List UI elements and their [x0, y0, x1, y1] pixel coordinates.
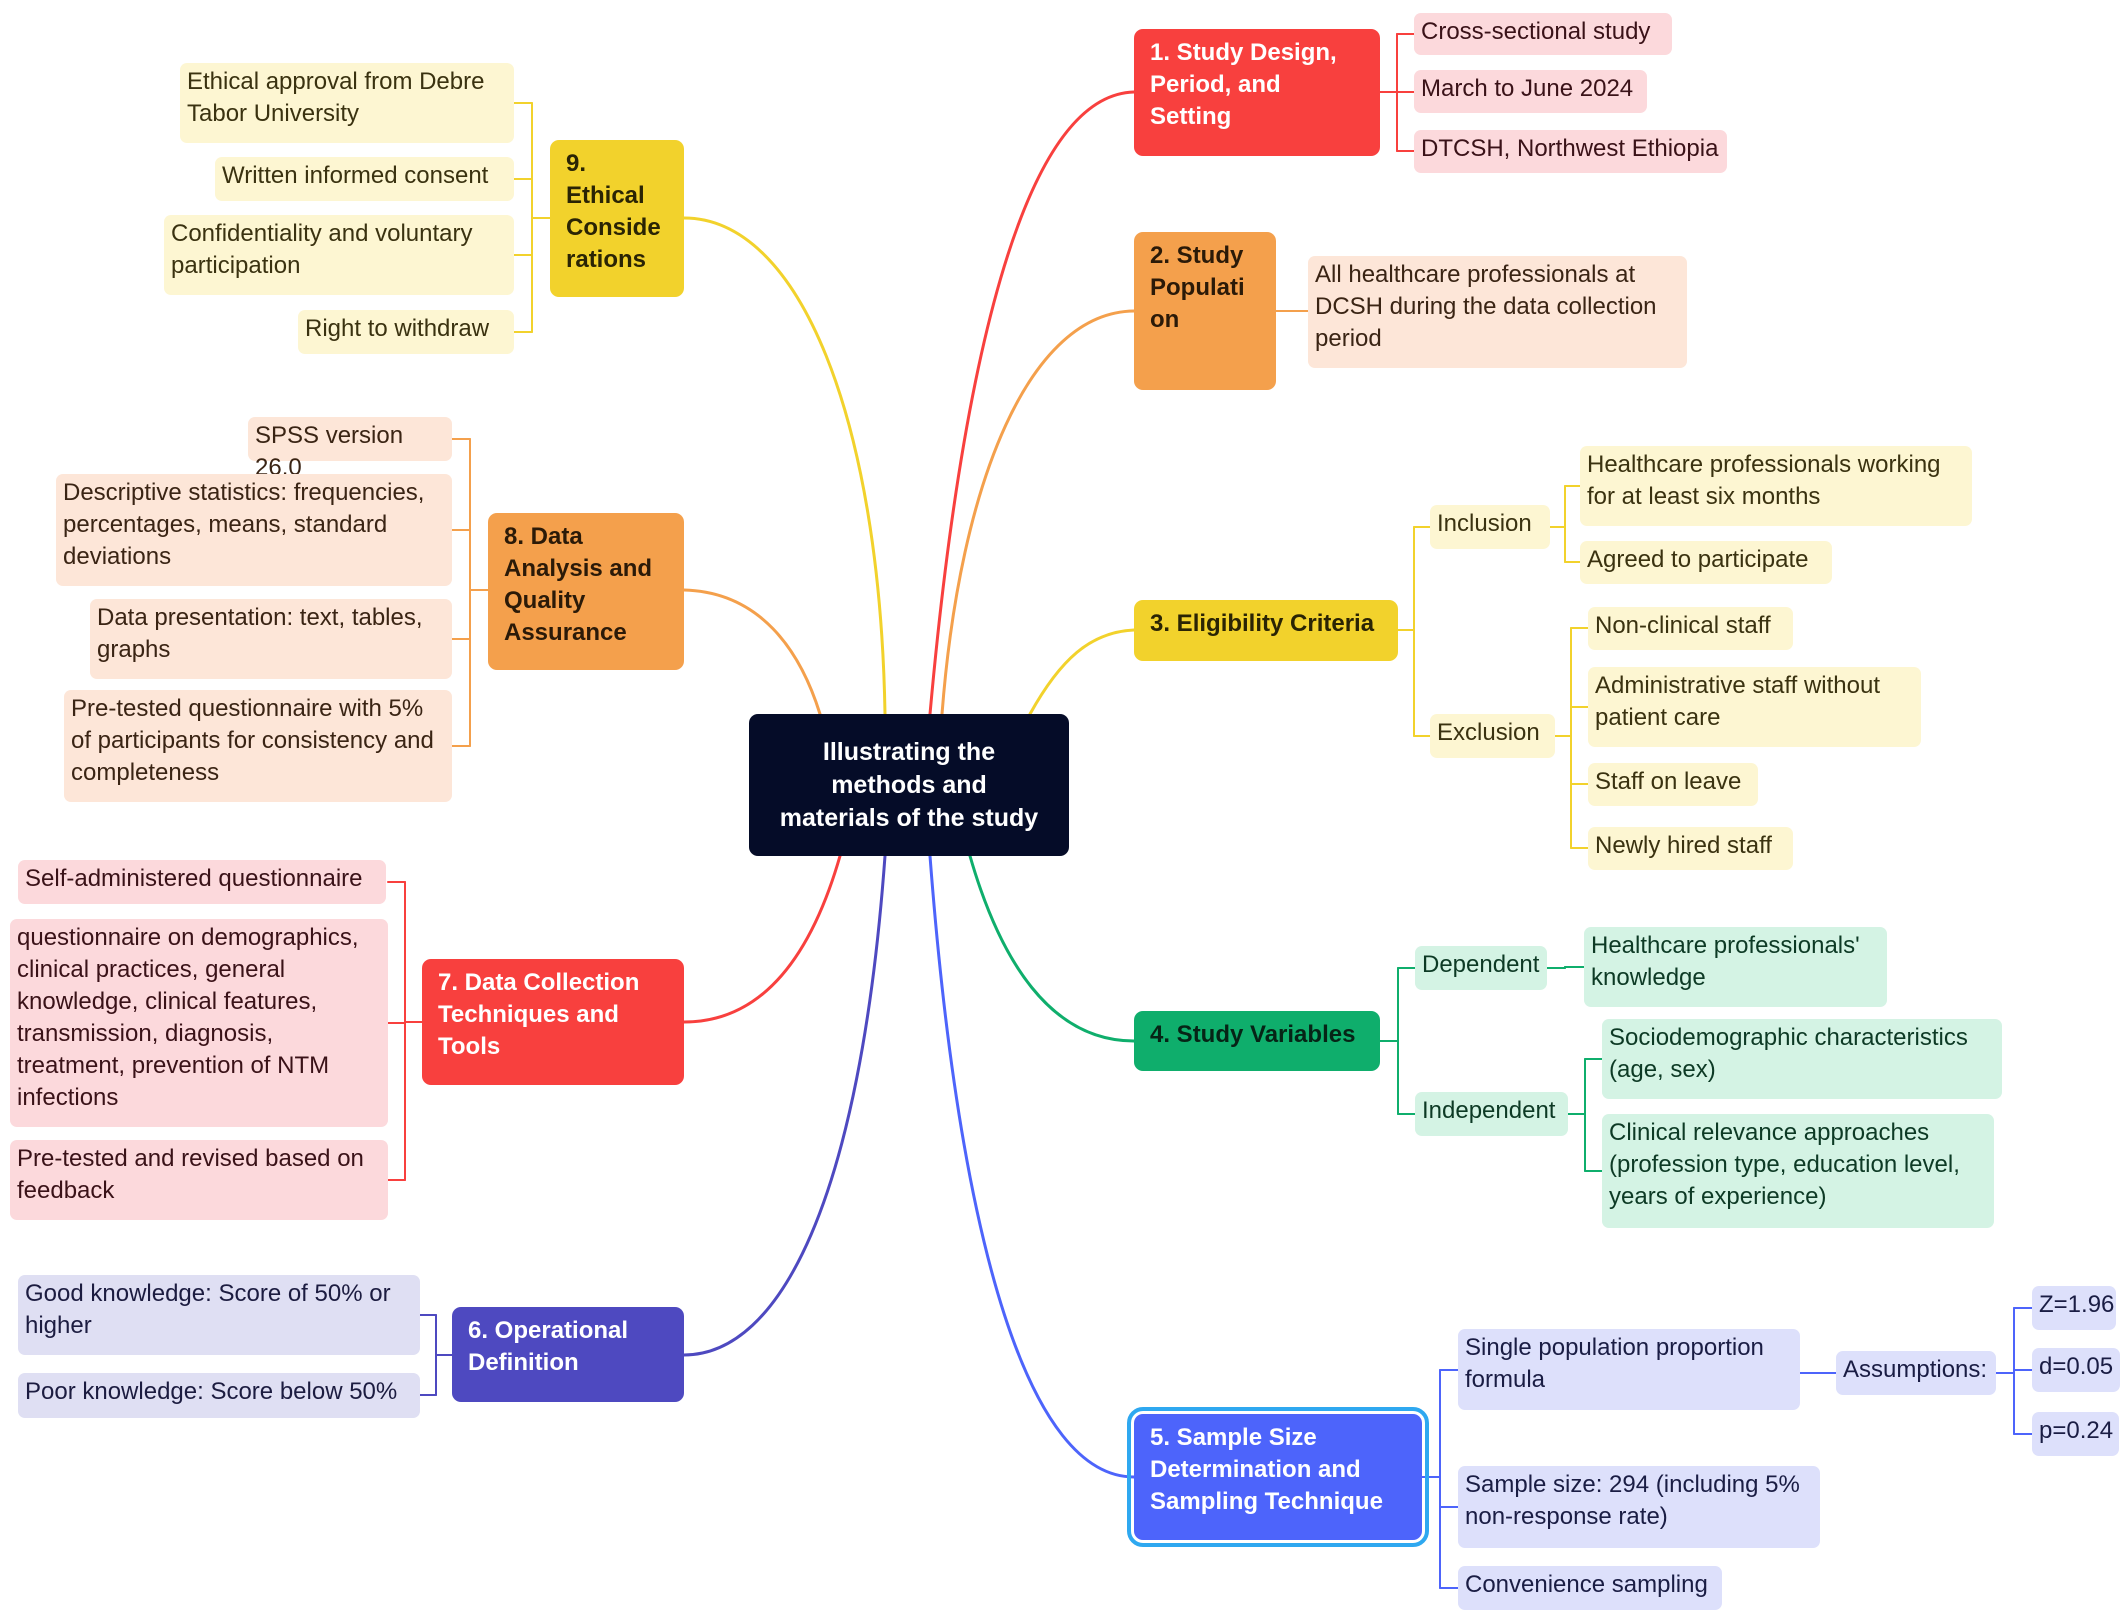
leaf-sociodemographic[interactable]: Sociodemographic characteristics (age, s… [1602, 1019, 2002, 1099]
leaf-working-six-months[interactable]: Healthcare professionals working for at … [1580, 446, 1972, 526]
leaf-descriptive-statistics[interactable]: Descriptive statistics: frequencies, per… [56, 474, 452, 586]
leaf-ethical-approval[interactable]: Ethical approval from Debre Tabor Univer… [180, 63, 514, 143]
topic-data-collection[interactable]: 7. Data Collection Techniques and Tools [422, 959, 684, 1085]
subtopic-dependent[interactable]: Dependent [1415, 946, 1547, 990]
subtopic-population-proportion-formula[interactable]: Single population proportion formula [1458, 1329, 1800, 1410]
topic-operational-definition[interactable]: 6. Operational Definition [452, 1307, 684, 1402]
subtopic-study-setting[interactable]: DTCSH, Northwest Ethiopia [1414, 130, 1727, 173]
topic-ethical-considerations[interactable]: 9. Ethical Conside rations [550, 140, 684, 297]
subtopic-study-period[interactable]: March to June 2024 [1414, 70, 1647, 113]
leaf-clinical-relevance[interactable]: Clinical relevance approaches (professio… [1602, 1114, 1994, 1228]
leaf-written-consent[interactable]: Written informed consent [215, 157, 514, 201]
leaf-newly-hired-staff[interactable]: Newly hired staff [1588, 827, 1793, 870]
topic-data-analysis[interactable]: 8. Data Analysis and Quality Assurance [488, 513, 684, 670]
edge-center-b9 [682, 216, 887, 716]
leaf-pre-tested-revised[interactable]: Pre-tested and revised based on feedback [10, 1140, 388, 1220]
subtopic-independent[interactable]: Independent [1415, 1092, 1568, 1136]
edge-center-b4 [968, 854, 1136, 1043]
leaf-data-presentation[interactable]: Data presentation: text, tables, graphs [90, 599, 452, 679]
topic-sample-size[interactable]: 5. Sample Size Determination and Samplin… [1127, 1407, 1429, 1547]
edge-center-b8 [682, 588, 822, 716]
edge-center-b1 [928, 90, 1136, 716]
topic-study-variables[interactable]: 4. Study Variables [1134, 1011, 1380, 1071]
leaf-administrative-staff[interactable]: Administrative staff without patient car… [1588, 667, 1921, 747]
subtopic-assumptions[interactable]: Assumptions: [1836, 1351, 1996, 1395]
leaf-d-value[interactable]: d=0.05 [2032, 1348, 2120, 1392]
leaf-z-value[interactable]: Z=1.96 [2032, 1286, 2116, 1330]
leaf-right-to-withdraw[interactable]: Right to withdraw [298, 310, 514, 354]
leaf-self-administered[interactable]: Self-administered questionnaire [18, 860, 386, 904]
leaf-staff-on-leave[interactable]: Staff on leave [1588, 763, 1758, 806]
central-topic[interactable]: Illustrating the methods and materials o… [749, 714, 1069, 856]
subtopic-convenience-sampling[interactable]: Convenience sampling [1458, 1566, 1722, 1610]
leaf-healthcare-knowledge[interactable]: Healthcare professionals' knowledge [1584, 927, 1887, 1007]
topic-study-population[interactable]: 2. Study Populati on [1134, 232, 1276, 390]
leaf-agreed-to-participate[interactable]: Agreed to participate [1580, 541, 1832, 584]
edge-center-b2 [940, 309, 1136, 716]
topic-study-design[interactable]: 1. Study Design, Period, and Setting [1134, 29, 1380, 156]
leaf-spss-version[interactable]: SPSS version 26.0 [248, 417, 452, 481]
edge-center-b5 [928, 854, 1136, 1479]
subtopic-cross-sectional[interactable]: Cross-sectional study [1414, 13, 1672, 55]
leaf-poor-knowledge[interactable]: Poor knowledge: Score below 50% [18, 1373, 420, 1418]
leaf-pre-tested-questionnaire[interactable]: Pre-tested questionnaire with 5% of part… [64, 690, 452, 802]
subtopic-inclusion[interactable]: Inclusion [1430, 505, 1550, 549]
edge-center-b3 [1028, 628, 1136, 716]
topic-eligibility-criteria[interactable]: 3. Eligibility Criteria [1134, 600, 1398, 661]
leaf-non-clinical-staff[interactable]: Non-clinical staff [1588, 607, 1793, 650]
leaf-confidentiality[interactable]: Confidentiality and voluntary participat… [164, 215, 514, 295]
leaf-good-knowledge[interactable]: Good knowledge: Score of 50% or higher [18, 1275, 420, 1355]
subtopic-exclusion[interactable]: Exclusion [1430, 714, 1555, 758]
subtopic-sample-size-294[interactable]: Sample size: 294 (including 5% non-respo… [1458, 1466, 1820, 1548]
leaf-p-value[interactable]: p=0.24 [2032, 1412, 2119, 1456]
subtopic-all-healthcare-professionals[interactable]: All healthcare professionals at DCSH dur… [1308, 256, 1687, 368]
edge-center-b7 [682, 854, 842, 1024]
edge-center-b6 [682, 854, 887, 1357]
leaf-questionnaire-topics[interactable]: questionnaire on demographics, clinical … [10, 919, 388, 1127]
